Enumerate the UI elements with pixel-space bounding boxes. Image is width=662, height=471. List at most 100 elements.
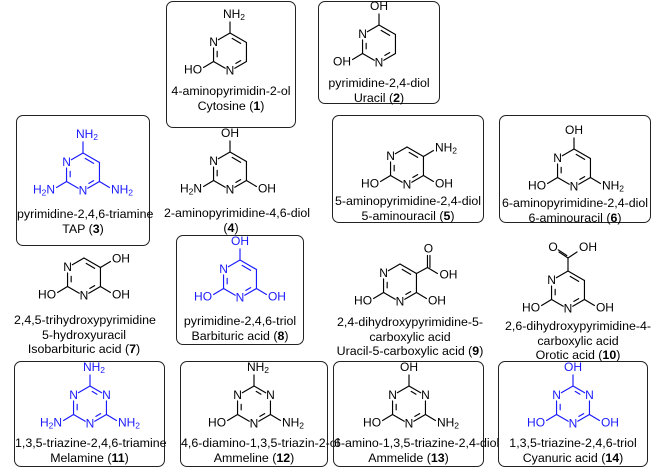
compound-common-name: Uracil (2) [353,90,405,105]
ring-nitrogen-atom: N [569,417,578,431]
substituent-left: HO [184,63,202,77]
compound-number: 8 [277,328,285,343]
substituent-right: NH2 [118,416,140,431]
substituent-right: OH [435,177,453,191]
substituent-right: OH [268,290,286,304]
compound-iupac-name: pyrimidine-2,4,6-triamine [17,207,154,221]
substituent-top: OH [221,126,239,140]
compound-number: 3 [92,221,100,236]
substituent-top: OH [565,123,583,137]
substituent-left: HO [528,179,546,193]
compound-common-name: Cytosine (1) [197,98,265,113]
structure-7: N N OH HO OH [38,252,130,303]
compound-caption: 2,6-dihydroxypyrimidine-4-carboxylic aci… [498,319,658,363]
compound-common-name: Orotic acid (10) [535,348,621,362]
substituent-top: OH [564,360,582,374]
ring-nitrogen-atom: N [233,388,242,402]
compound-iupac-name: 2,4,5-trihydroxypyrimidine [14,313,156,327]
ring-nitrogen-atom: N [266,388,275,402]
compound-number: 13 [430,450,445,465]
substituent-left: HO [363,416,381,430]
ring-nitrogen-atom: N [63,260,72,274]
compound-iupac-name: 2-aminopyrimidine-4,6-diol [164,206,310,220]
substituent-left: HO [354,294,372,308]
substituent-top: NH2 [247,360,269,375]
compound-iupac-name: 2,6-dihydroxypyrimidine-4- [505,319,651,333]
substituent-left: OH [333,55,351,69]
ring-nitrogen-atom: N [358,27,367,41]
ring-nitrogen-atom: N [396,295,405,309]
substituent-right: OH [596,301,614,315]
compound-iupac-name: 6-aminopyrimidine-2,4-diol [502,196,648,210]
substituent-right: NH2 [602,179,624,194]
compound-common-name: Barbituric acid (8) [191,328,289,343]
ring-nitrogen-atom: N [79,184,88,198]
compound-iupac-name: pyrimidine-2,4-diol [328,76,430,90]
ring-nitrogen-atom: N [80,289,89,303]
substituent-right: NH2 [282,416,304,431]
compound-number: 5 [443,208,451,223]
compound-number: 4 [227,220,235,235]
compound-caption: 2,4-dihydroxypyrimidine-5-carboxylic aci… [330,315,490,359]
compound-iupac-name: 5-aminopyrimidine-2,4-diol [335,194,481,208]
substituent-left: HO [527,416,545,430]
substituent-upper-right: OH [112,252,130,266]
ring-nitrogen-atom: N [386,149,395,163]
substituent-left: H2N [40,416,62,431]
ring-nitrogen-atom: N [86,417,95,431]
compound-iupac-name: 6-amino-1,3,5-triazine-2,4-diol [334,436,500,450]
substituent-left: H2N [33,183,55,198]
substituent-left: HO [361,177,379,191]
ring-nitrogen-atom: N [547,273,556,287]
carboxyl-oh: OH [579,240,597,254]
compound-common-name: Uracil-5-carboxylic acid (9) [336,344,484,358]
substituent-top: OH [370,0,388,13]
substituent-left: HO [38,288,56,302]
compound-number: 7 [129,342,136,356]
compound-iupac-name: 2,4-dihydroxypyrimidine-5- [337,315,483,329]
ring-nitrogen-atom: N [250,417,259,431]
ring-nitrogen-atom: N [388,388,397,402]
compound-number: 1 [253,98,261,113]
compound-number: 11 [111,450,125,465]
ring-nitrogen-atom: N [552,388,561,402]
substituent-right: OH [112,288,130,302]
substituent-top: OH [400,360,418,374]
ring-nitrogen-atom: N [219,262,228,276]
ring-nitrogen-atom: N [209,35,218,49]
ring-nitrogen-atom: N [421,388,430,402]
carbonyl-oxygen: O [424,242,433,256]
substituent-left: H2N [180,182,202,197]
ring-nitrogen-atom: N [236,291,245,305]
compound-iupac-name: 4,6-diamino-1,3,5-triazin-2-ol [181,436,340,450]
compound-number: 10 [602,348,617,362]
ring-nitrogen-atom: N [585,388,594,402]
compound-common-name: Isobarbituric acid (7) [27,342,141,356]
compound-common-name: Melamine (11) [50,450,129,465]
compound-iupac-name: carboxylic acid [369,329,451,344]
compound-number: 9 [472,344,480,358]
